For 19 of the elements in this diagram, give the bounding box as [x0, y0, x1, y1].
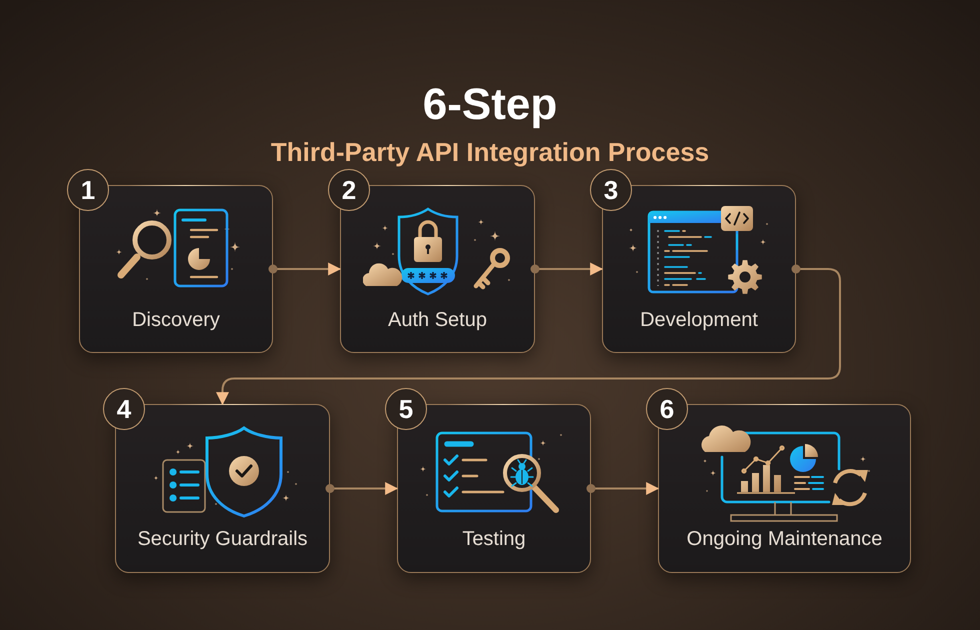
step-label: Security Guardrails [137, 527, 308, 551]
connector-arrow [216, 264, 841, 406]
step-number: 5 [385, 388, 427, 430]
step-number: 6 [646, 388, 688, 430]
connector-arrow [326, 482, 398, 495]
step-label: Development [640, 308, 758, 332]
step-number: 2 [328, 169, 370, 211]
step-number: 3 [590, 169, 632, 211]
step-label: Auth Setup [388, 308, 487, 332]
subtitle: Third-Party API Integration Process [270, 136, 710, 168]
step-label: Ongoing Maintenance [686, 527, 882, 551]
connector-arrow [530, 262, 604, 276]
step-number: 4 [103, 388, 145, 430]
step-number: 1 [67, 169, 109, 211]
connector-arrow [586, 482, 660, 495]
step-label: Discovery [132, 308, 220, 332]
title: 6-Step [422, 80, 558, 130]
step-label: Testing [462, 527, 526, 551]
connector-arrow [268, 262, 342, 276]
